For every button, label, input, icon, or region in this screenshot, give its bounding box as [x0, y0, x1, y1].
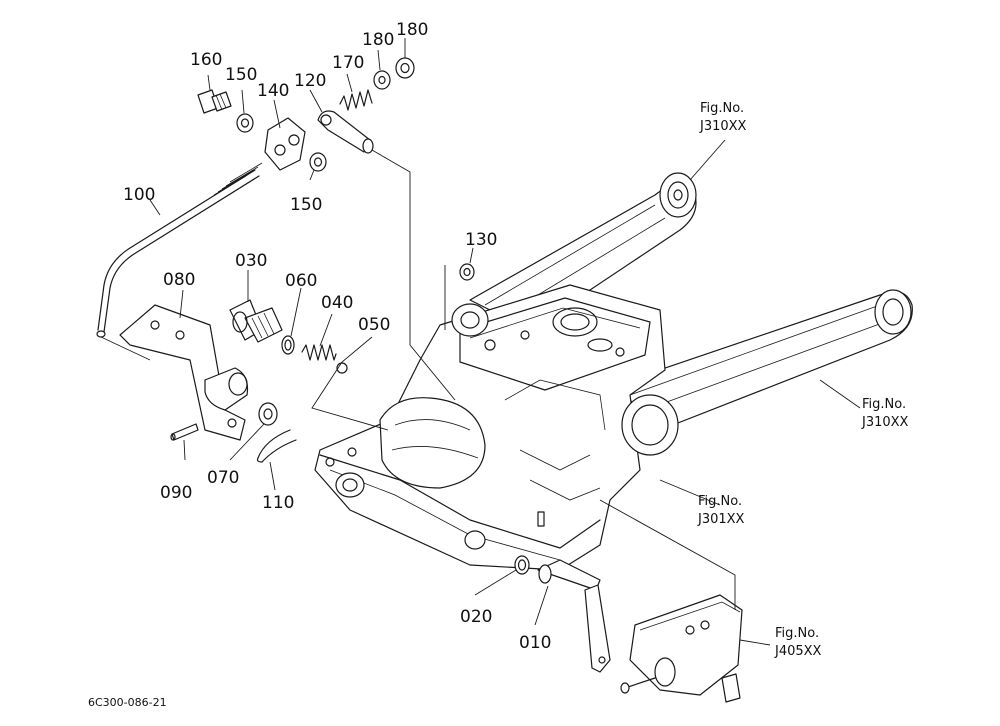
label-part-150-upper: 150	[225, 65, 257, 85]
clevis-140	[264, 117, 306, 171]
clip-130	[459, 263, 475, 281]
label-part-110: 110	[262, 493, 294, 513]
label-part-100: 100	[123, 185, 155, 205]
washer-070	[258, 402, 278, 426]
spring-170	[339, 89, 373, 111]
label-part-080: 080	[163, 270, 195, 290]
label-part-180-b: 180	[396, 20, 428, 40]
o-ring-020	[514, 555, 530, 575]
label-part-130: 130	[465, 230, 497, 250]
linkage-rod-100	[96, 162, 263, 361]
spring-040	[301, 344, 337, 361]
label-part-030: 030	[235, 251, 267, 271]
lift-arm-lower	[614, 289, 913, 431]
fig-ref-1-caption: Fig.No.	[700, 101, 744, 116]
fig-ref-2-number: J310XX	[861, 415, 909, 430]
label-part-040: 040	[321, 293, 353, 313]
label-part-140: 140	[257, 81, 289, 101]
label-part-020: 020	[460, 607, 492, 627]
label-part-090: 090	[160, 483, 192, 503]
hydraulic-housing	[314, 284, 679, 571]
bolt-160	[197, 89, 232, 114]
fig-ref-1-number: J310XX	[699, 119, 747, 134]
fig-ref-3-caption: Fig.No.	[698, 494, 742, 509]
o-ring-060	[281, 335, 295, 355]
lift-arm-upper	[469, 172, 697, 331]
label-part-120: 120	[294, 71, 326, 91]
washer-180a	[373, 70, 391, 90]
snap-pin-110	[256, 429, 297, 463]
fig-ref-3-number: J301XX	[697, 512, 745, 527]
label-part-050: 050	[358, 315, 390, 335]
pin-090	[170, 423, 199, 441]
nut-150-upper	[236, 113, 254, 133]
bracket-080	[119, 304, 249, 441]
label-part-070: 070	[207, 468, 239, 488]
nut-150-lower	[309, 152, 327, 172]
valve-block-j405	[620, 594, 743, 703]
label-part-180-a: 180	[362, 30, 394, 50]
label-part-060: 060	[285, 271, 317, 291]
label-part-010: 010	[519, 633, 551, 653]
nut-180b	[395, 57, 415, 79]
fig-ref-4-number: J405XX	[774, 644, 822, 659]
shaft-arm-010	[537, 559, 611, 673]
label-part-160: 160	[190, 50, 222, 70]
label-part-170: 170	[332, 53, 364, 73]
part-labels: 160 150 140 120 170 180 180 150 100 130 …	[123, 20, 551, 653]
leader-lines	[149, 38, 861, 646]
fig-ref-4-caption: Fig.No.	[775, 626, 819, 641]
fig-ref-2-caption: Fig.No.	[862, 397, 906, 412]
drawing-code: 6C300-086-21	[88, 696, 167, 709]
label-part-150-lower: 150	[290, 195, 322, 215]
plug-030	[229, 299, 283, 343]
figure-references: Fig.No. J310XX Fig.No. J310XX Fig.No. J3…	[697, 101, 909, 659]
rod-end-120	[317, 110, 374, 154]
